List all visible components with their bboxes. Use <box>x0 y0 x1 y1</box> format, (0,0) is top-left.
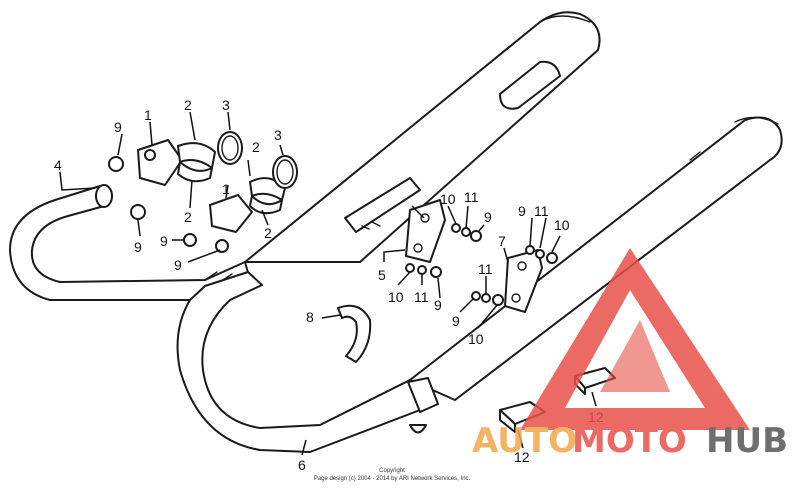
bracket-hardware <box>337 199 558 363</box>
callout-2b: 2 <box>184 209 192 225</box>
callout-9h: 9 <box>452 313 460 329</box>
callout-11d: 11 <box>478 261 493 277</box>
lower-muffler <box>409 116 783 401</box>
callout-5: 5 <box>378 267 386 283</box>
automotohub-watermark: AUTO MOTO HUB <box>472 248 788 461</box>
callout-9f: 9 <box>518 203 526 219</box>
callout-9a: 9 <box>114 119 122 135</box>
callout-11c: 11 <box>414 289 429 305</box>
watermark-text-moto: MOTO <box>572 421 687 461</box>
callout-3b: 3 <box>274 127 282 143</box>
callout-2a: 2 <box>184 97 192 113</box>
exhaust-pipe-lower <box>176 271 439 453</box>
callout-9b: 9 <box>134 239 142 255</box>
watermark-inner-triangle-icon <box>600 320 670 392</box>
upper-muffler <box>244 11 601 263</box>
callout-11a: 11 <box>464 189 479 205</box>
callout-3a: 3 <box>222 97 230 113</box>
callout-2c: 2 <box>252 139 260 155</box>
clamp-cluster <box>108 131 298 253</box>
callout-10b: 10 <box>554 217 570 233</box>
callout-1b: 1 <box>222 181 230 197</box>
callout-4: 4 <box>54 157 62 173</box>
callout-9e: 9 <box>484 209 492 225</box>
callout-2d: 2 <box>264 225 272 241</box>
callout-1a: 1 <box>144 107 152 123</box>
watermark-triangle-icon <box>520 248 750 430</box>
copyright-label: Copyright <box>379 468 405 474</box>
callout-12a: 12 <box>514 449 530 465</box>
callout-6: 6 <box>298 457 306 473</box>
callout-10c: 10 <box>388 289 404 305</box>
watermark-text-auto: AUTO <box>472 421 577 461</box>
callout-10d: 10 <box>468 331 484 347</box>
copyright-text: Page design (c) 2004 - 2014 by ARI Netwo… <box>314 476 471 482</box>
leader-lines <box>59 111 597 456</box>
callout-9d: 9 <box>174 257 182 273</box>
callout-8: 8 <box>306 309 314 325</box>
callout-10a: 10 <box>440 191 456 207</box>
callout-11b: 11 <box>534 203 549 219</box>
callout-9c: 9 <box>160 233 168 249</box>
callout-9g: 9 <box>434 297 442 313</box>
callout-7: 7 <box>498 233 506 249</box>
watermark-text-hub: HUB <box>706 421 788 461</box>
